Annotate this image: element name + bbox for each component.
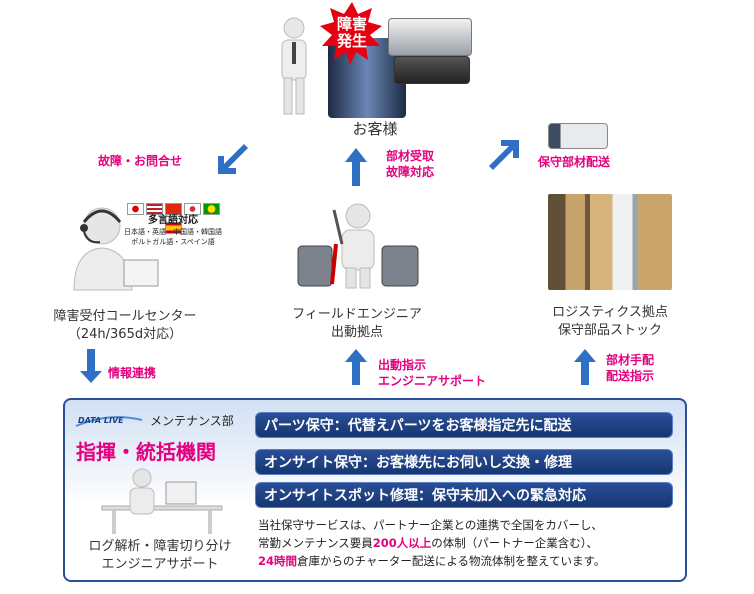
multilang-title: 多言語対応 [148, 215, 198, 226]
center-arrow-label: 部材受取 故障対応 [386, 148, 466, 180]
right-arrow-label: 保守部材配送 [538, 155, 611, 169]
person-icon [281, 17, 307, 115]
field-label-line2: 出動拠点 [330, 325, 383, 340]
warehouse-photo [548, 194, 672, 290]
company-logo: DATA LIVE [74, 414, 144, 428]
logo-text: DATA LIVE [78, 416, 124, 425]
lower-center-arrow-label-2: エンジニアサポート [378, 374, 487, 388]
center-arrow-label-1: 部材受取 [386, 149, 435, 163]
description-highlight-staff: 200人以上 [372, 536, 432, 550]
logistics-label: ロジスティクス拠点 保守部品ストック [530, 304, 690, 340]
rack-server-image-2 [394, 56, 470, 84]
hq-caption-line2: エンジニアサポート [101, 557, 219, 572]
hq-dept: メンテナンス部 [150, 414, 234, 428]
flag-japan-icon [126, 203, 144, 215]
arrow-up-lower-right-icon [574, 349, 596, 385]
flag-china-icon [164, 203, 182, 215]
field-label: フィールドエンジニア 出動拠点 [282, 306, 432, 342]
arrow-left-down-icon [218, 144, 248, 174]
description-line3: 24時間倉庫からのチャーター配送による物流体制を整えています。 [258, 552, 678, 570]
field-engineer-image [297, 203, 419, 289]
customer-label: お客様 [352, 120, 398, 138]
lower-right-arrow-label: 部材手配 配送指示 [606, 352, 686, 384]
service-bar-spot: オンサイトスポット修理：保守未加入への緊急対応 [255, 482, 673, 508]
lower-center-arrow-label-1: 出動指示 [378, 358, 427, 372]
left-arrow-label: 故障・お問合せ [98, 154, 183, 168]
service-bar-onsite: オンサイト保守：お客様先にお伺いし交換・修理 [255, 449, 673, 475]
rack-server-image [388, 18, 472, 56]
field-label-line1: フィールドエンジニア [292, 307, 422, 322]
multilang-line2: ポルトガル語・スペイン語 [131, 238, 215, 246]
flag-usa-icon [145, 203, 163, 215]
flag-korea-icon [183, 203, 201, 215]
arrow-down-left-icon [80, 349, 102, 383]
description-line2-post: の体制（パートナー企業含む）、 [431, 536, 599, 550]
flag-spain-icon [164, 222, 182, 234]
alert-burst-icon [320, 2, 382, 65]
badge-line2: 発生 [336, 32, 367, 50]
lower-center-arrow-label: 出動指示 エンジニアサポート [378, 357, 528, 389]
arrow-up-center-icon [345, 148, 367, 186]
callcenter-label-line1: 障害受付コールセンター [53, 309, 197, 324]
desk-worker-image [101, 468, 223, 534]
customer-illustration: 障害 発生 [268, 2, 478, 118]
lower-right-arrow-label-1: 部材手配 [606, 353, 655, 367]
center-arrow-label-2: 故障対応 [386, 165, 435, 179]
arrow-up-lower-center-icon [345, 349, 367, 385]
lower-right-arrow-label-2: 配送指示 [606, 369, 655, 383]
hq-title: 指揮・統括機関 [76, 440, 216, 464]
service-bar-parts: パーツ保守：代替えパーツをお客様指定先に配送 [255, 412, 673, 438]
description-line2: 常勤メンテナンス要員200人以上の体制（パートナー企業含む）、 [258, 534, 678, 552]
description-line2-pre: 常勤メンテナンス要員 [258, 536, 373, 550]
hq-caption-line1: ログ解析・障害切り分け [88, 539, 232, 554]
description-line3-post: 倉庫からのチャーター配送による物流体制を整えています。 [297, 554, 606, 568]
multilang-line1: 日本語・英語・中国語・韓国語 [124, 228, 222, 236]
callcenter-label: 障害受付コールセンター （24h/365d対応） [40, 308, 210, 344]
truck-image [548, 123, 608, 149]
multilang-flags [118, 200, 228, 238]
service-description: 当社保守サービスは、パートナー企業との連携で全国をカバーし、 常勤メンテナンス要… [258, 516, 678, 570]
lower-left-arrow-label: 情報連携 [108, 366, 157, 380]
logistics-label-line1: ロジスティクス拠点 [552, 305, 668, 320]
description-highlight-24h: 24時間 [258, 554, 298, 568]
hq-caption: ログ解析・障害切り分け エンジニアサポート [70, 538, 250, 574]
logistics-label-line2: 保守部品ストック [557, 323, 662, 338]
arrow-right-up-icon [489, 140, 519, 170]
callcenter-label-line2: （24h/365d対応） [67, 327, 183, 342]
logo-swoosh-icon [75, 416, 143, 427]
flag-brazil-icon [202, 203, 220, 215]
badge-line1: 障害 [336, 15, 367, 33]
description-line1: 当社保守サービスは、パートナー企業との連携で全国をカバーし、 [258, 518, 603, 532]
operator-headset-image [73, 207, 159, 291]
